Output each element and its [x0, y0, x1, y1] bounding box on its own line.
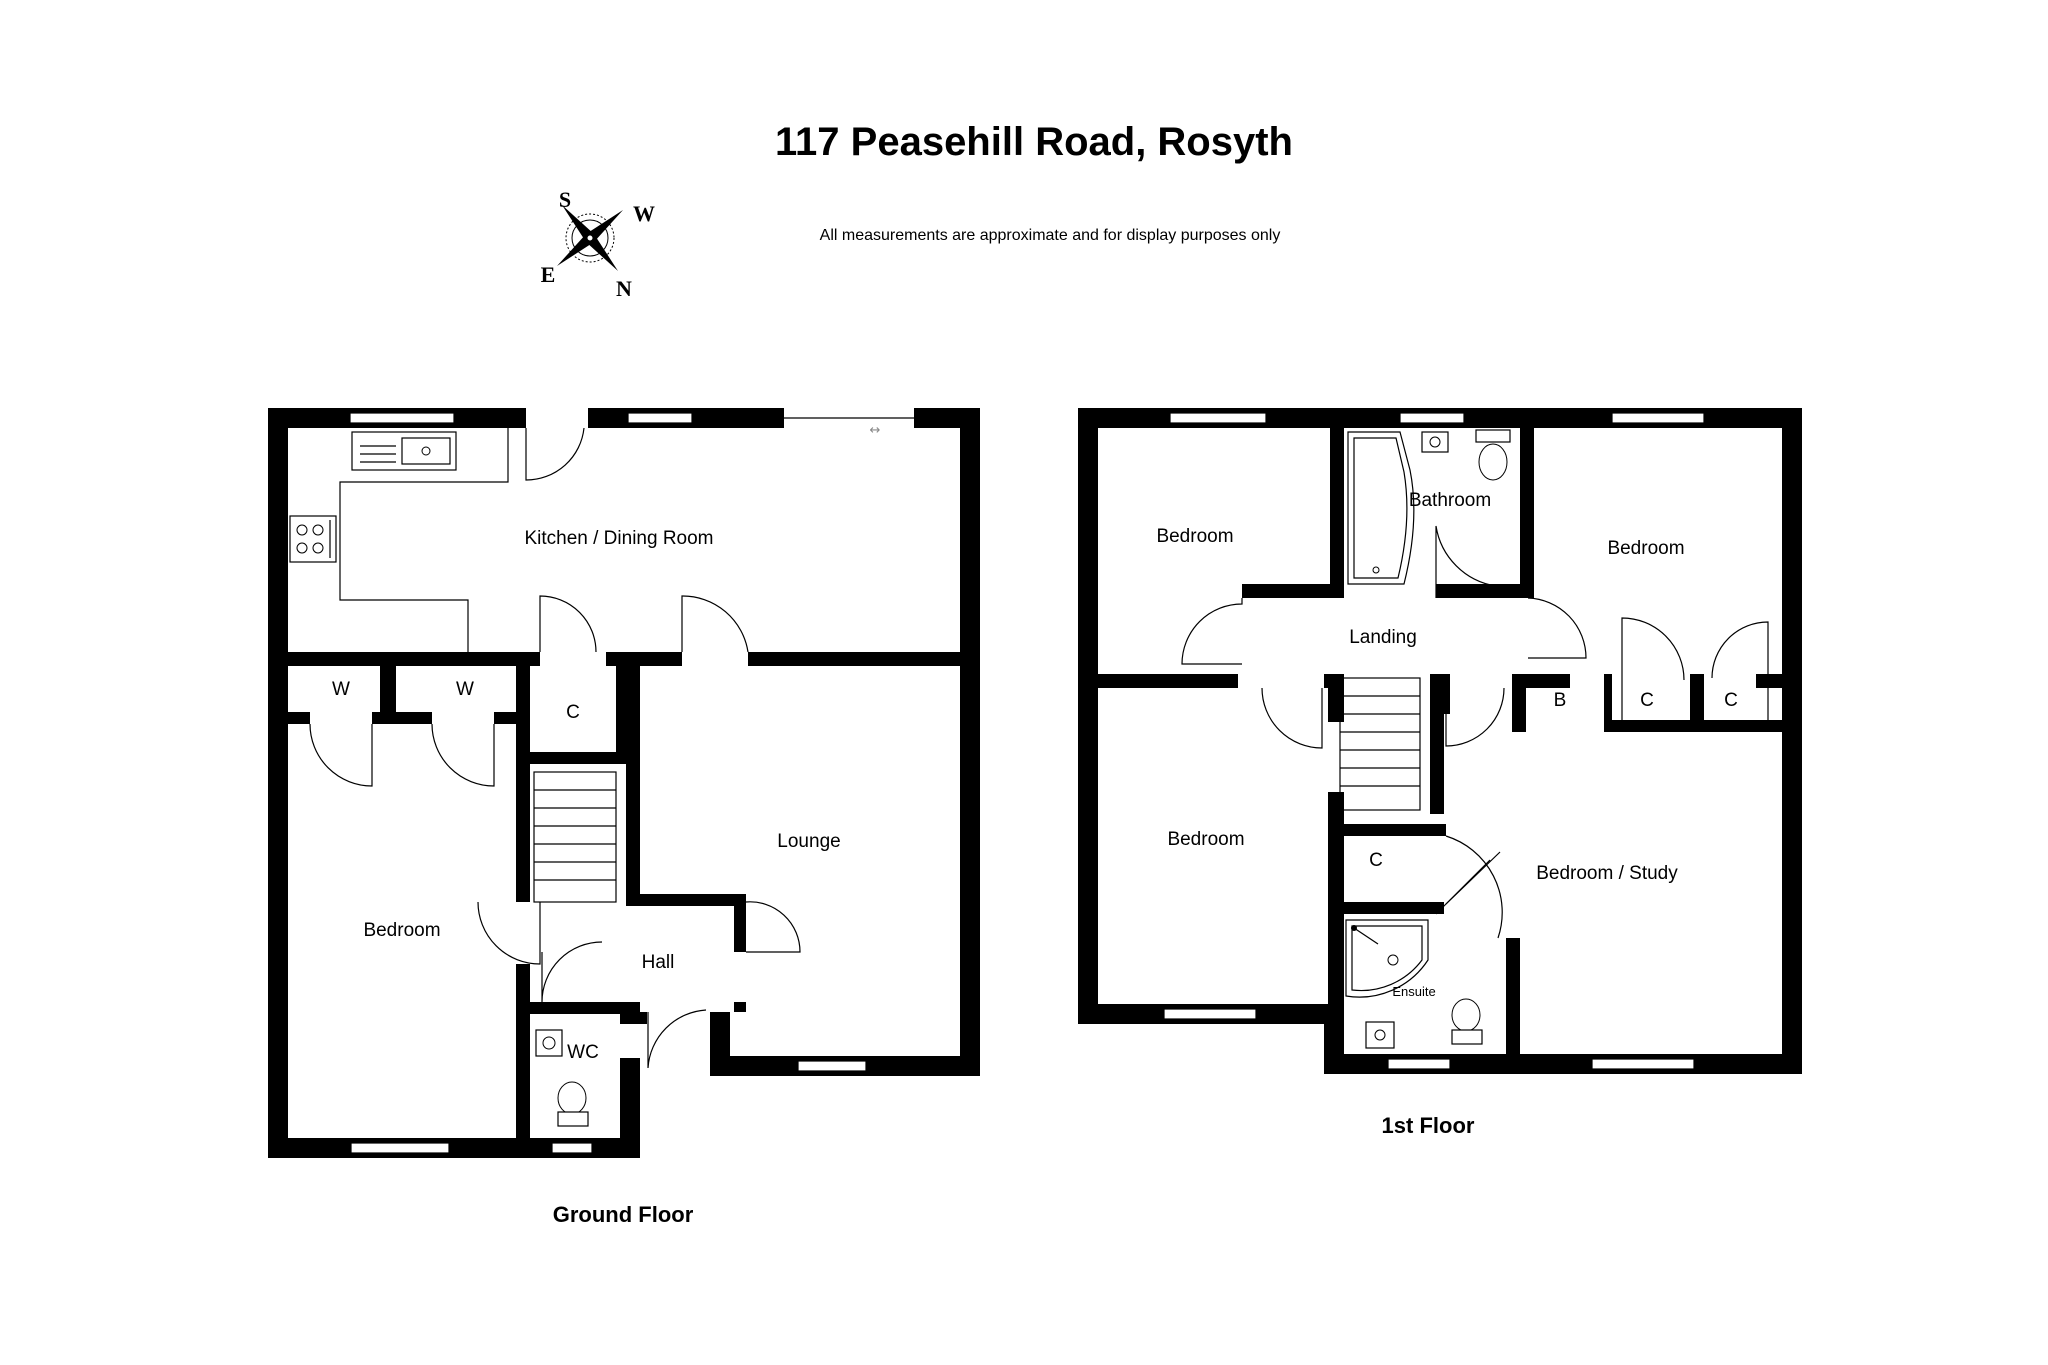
- compass-label-w: W: [633, 201, 655, 226]
- label-bedroom-gf: Bedroom: [363, 920, 440, 941]
- label-kitchen-dining: Kitchen / Dining Room: [524, 528, 713, 549]
- compass-label-e: E: [541, 262, 556, 287]
- label-wardrobe-1: W: [332, 679, 350, 700]
- label-bathroom: Bathroom: [1409, 490, 1491, 511]
- svg-text:↔: ↔: [870, 423, 881, 438]
- label-cupboard-1: C: [1640, 690, 1654, 711]
- compass-rose-icon: [557, 205, 623, 271]
- page-title: 117 Peasehill Road, Rosyth: [775, 120, 1293, 164]
- first-floor-title: 1st Floor: [1382, 1113, 1475, 1138]
- compass-label-s: S: [559, 187, 571, 212]
- label-ensuite: Ensuite: [1392, 984, 1435, 999]
- first-floor-plan: [1078, 408, 1802, 1074]
- disclaimer-text: All measurements are approximate and for…: [820, 227, 1281, 244]
- label-bedroom-nw: Bedroom: [1156, 526, 1233, 547]
- label-cupboard-gf: C: [566, 702, 580, 723]
- label-wc: WC: [567, 1042, 599, 1063]
- label-hall: Hall: [642, 952, 675, 973]
- label-landing: Landing: [1349, 627, 1417, 648]
- label-wardrobe-2: W: [456, 679, 474, 700]
- label-bedroom-study: Bedroom / Study: [1536, 863, 1678, 884]
- ground-floor-title: Ground Floor: [553, 1202, 694, 1227]
- ground-floor-plan: ↔: [268, 408, 980, 1158]
- label-boiler: B: [1554, 690, 1567, 711]
- label-bedroom-ne: Bedroom: [1607, 538, 1684, 559]
- label-cupboard-2: C: [1724, 690, 1738, 711]
- label-lounge: Lounge: [777, 831, 840, 852]
- label-bedroom-sw: Bedroom: [1167, 829, 1244, 850]
- compass-label-n: N: [616, 276, 632, 301]
- label-cupboard-3: C: [1369, 850, 1383, 871]
